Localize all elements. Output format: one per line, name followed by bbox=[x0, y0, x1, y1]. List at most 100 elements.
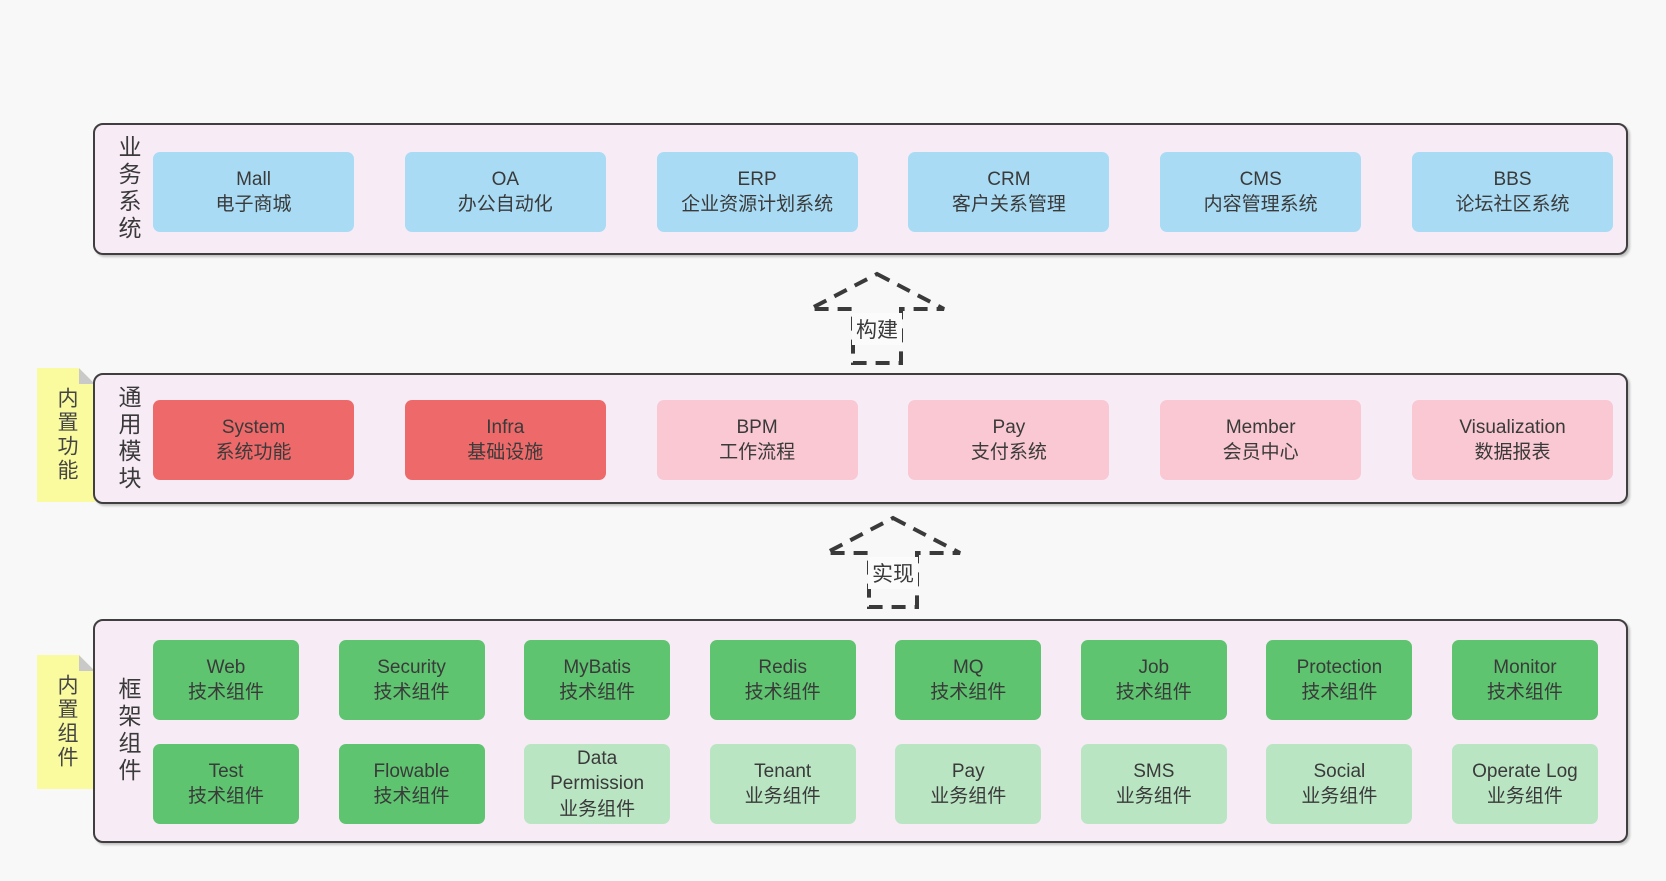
box-subtitle: 客户关系管理 bbox=[951, 194, 1066, 215]
box-visualization: Visualization 数据报表 bbox=[1411, 400, 1613, 480]
box-tenant: Tenant 业务组件 bbox=[709, 744, 856, 824]
box-title: Security bbox=[377, 656, 446, 678]
box-title: SMS bbox=[1133, 760, 1175, 782]
box-title: Redis bbox=[758, 656, 807, 678]
box-bpm: BPM 工作流程 bbox=[656, 400, 858, 480]
box-infra: Infra 基础设施 bbox=[404, 400, 606, 480]
business-box-row: Mall 电子商城 OA 办公自动化 ERP 企业资源计划系统 CRM 客户关系… bbox=[153, 152, 1613, 232]
box-system: System 系统功能 bbox=[153, 400, 354, 480]
box-subtitle: 系统功能 bbox=[215, 442, 292, 463]
box-pay-component: Pay 业务组件 bbox=[895, 744, 1042, 824]
components-box-row-1: Web 技术组件 Security 技术组件 MyBatis 技术组件 Redi… bbox=[153, 640, 1598, 720]
box-title: Tenant bbox=[754, 760, 812, 782]
box-test: Test 技术组件 bbox=[153, 744, 299, 824]
box-title: CMS bbox=[1239, 168, 1282, 190]
box-social: Social 业务组件 bbox=[1266, 744, 1413, 824]
box-mall: Mall 电子商城 bbox=[153, 152, 354, 232]
box-subtitle: 技术组件 bbox=[1486, 682, 1563, 703]
box-subtitle: 技术组件 bbox=[187, 682, 264, 703]
box-subtitle: 数据报表 bbox=[1474, 442, 1551, 463]
box-subtitle: 技术组件 bbox=[373, 682, 450, 703]
up-arrow-build-icon: 构建 bbox=[807, 270, 947, 366]
box-subtitle: 技术组件 bbox=[1115, 682, 1192, 703]
box-title: OA bbox=[491, 168, 520, 190]
box-subtitle: 技术组件 bbox=[187, 786, 264, 807]
band-business-label: 业务系统 bbox=[115, 135, 141, 243]
arrow-build-label: 构建 bbox=[852, 313, 902, 345]
box-subtitle: 业务组件 bbox=[1486, 786, 1563, 807]
box-title: Infra bbox=[486, 416, 525, 438]
box-subtitle: 办公自动化 bbox=[457, 194, 553, 215]
box-operate-log: Operate Log 业务组件 bbox=[1451, 744, 1598, 824]
box-subtitle: 论坛社区系统 bbox=[1455, 194, 1570, 215]
components-box-row-2: Test 技术组件 Flowable 技术组件 Data Permission … bbox=[153, 744, 1598, 824]
box-title: Protection bbox=[1296, 656, 1383, 678]
box-flowable: Flowable 技术组件 bbox=[338, 744, 485, 824]
dashed-up-arrow-icon bbox=[809, 271, 945, 365]
arrow-implement-label: 实现 bbox=[868, 557, 918, 589]
box-pay-system: Pay 支付系统 bbox=[908, 400, 1110, 480]
up-arrow-implement-icon: 实现 bbox=[823, 514, 963, 610]
box-job: Job 技术组件 bbox=[1080, 640, 1227, 720]
band-components-label: 框架组件 bbox=[115, 677, 141, 785]
note-text: 内置组件 bbox=[55, 674, 78, 770]
box-title: BPM bbox=[736, 416, 778, 438]
box-title: Job bbox=[1138, 656, 1170, 678]
box-subtitle: 企业资源计划系统 bbox=[681, 194, 834, 215]
box-sms: SMS 业务组件 bbox=[1080, 744, 1227, 824]
box-bbs: BBS 论坛社区系统 bbox=[1411, 152, 1613, 232]
box-subtitle: 基础设施 bbox=[467, 442, 544, 463]
box-title: MyBatis bbox=[563, 656, 631, 678]
box-subtitle: 业务组件 bbox=[1115, 786, 1192, 807]
box-title: System bbox=[221, 416, 286, 438]
box-title: BBS bbox=[1493, 168, 1532, 190]
box-member: Member 会员中心 bbox=[1160, 400, 1362, 480]
box-title: Visualization bbox=[1459, 416, 1566, 438]
box-erp: ERP 企业资源计划系统 bbox=[656, 152, 858, 232]
box-web: Web 技术组件 bbox=[153, 640, 299, 720]
box-title: Member bbox=[1225, 416, 1296, 438]
box-data-permission: Data Permission 业务组件 bbox=[524, 744, 671, 824]
box-subtitle: 技术组件 bbox=[744, 682, 821, 703]
box-monitor: Monitor 技术组件 bbox=[1451, 640, 1598, 720]
box-redis: Redis 技术组件 bbox=[709, 640, 856, 720]
note-text: 内置功能 bbox=[55, 387, 78, 483]
box-title: Web bbox=[206, 656, 246, 678]
band-framework-components: 框架组件 Web 技术组件 Security 技术组件 MyBatis 技术组件… bbox=[93, 619, 1628, 843]
modules-box-row: System 系统功能 Infra 基础设施 BPM 工作流程 Pay 支付系统… bbox=[153, 400, 1613, 480]
box-mq: MQ 技术组件 bbox=[895, 640, 1042, 720]
box-title: CRM bbox=[987, 168, 1031, 190]
box-title: Operate Log bbox=[1472, 760, 1578, 782]
box-title: Pay bbox=[992, 416, 1026, 438]
box-title: Social bbox=[1313, 760, 1366, 782]
box-subtitle: 业务组件 bbox=[559, 798, 636, 820]
box-title: ERP bbox=[737, 168, 777, 190]
box-crm: CRM 客户关系管理 bbox=[908, 152, 1110, 232]
box-title: Flowable bbox=[373, 760, 450, 782]
sticky-note-built-in-components: 内置组件 bbox=[37, 655, 95, 789]
box-subtitle: 技术组件 bbox=[930, 682, 1007, 703]
box-subtitle: 技术组件 bbox=[559, 682, 636, 703]
box-subtitle: 支付系统 bbox=[970, 442, 1047, 463]
band-business-systems: 业务系统 Mall 电子商城 OA 办公自动化 ERP 企业资源计划系统 CRM… bbox=[93, 123, 1628, 255]
box-subtitle: 内容管理系统 bbox=[1203, 194, 1318, 215]
box-title: Monitor bbox=[1493, 656, 1557, 678]
box-oa: OA 办公自动化 bbox=[404, 152, 606, 232]
sticky-note-built-in-features: 内置功能 bbox=[37, 368, 95, 502]
box-subtitle: 技术组件 bbox=[1301, 682, 1378, 703]
box-title: Data Permission bbox=[550, 748, 645, 795]
box-subtitle: 业务组件 bbox=[930, 786, 1007, 807]
box-protection: Protection 技术组件 bbox=[1266, 640, 1413, 720]
box-title: MQ bbox=[952, 656, 984, 678]
box-title: Pay bbox=[951, 760, 985, 782]
box-subtitle: 技术组件 bbox=[373, 786, 450, 807]
box-security: Security 技术组件 bbox=[338, 640, 485, 720]
box-cms: CMS 内容管理系统 bbox=[1160, 152, 1362, 232]
dashed-up-arrow-icon bbox=[825, 515, 961, 609]
band-modules-label: 通用模块 bbox=[115, 384, 141, 493]
band-common-modules: 通用模块 System 系统功能 Infra 基础设施 BPM 工作流程 Pay… bbox=[93, 373, 1628, 504]
box-subtitle: 业务组件 bbox=[744, 786, 821, 807]
box-mybatis: MyBatis 技术组件 bbox=[524, 640, 671, 720]
box-title: Test bbox=[208, 760, 244, 782]
